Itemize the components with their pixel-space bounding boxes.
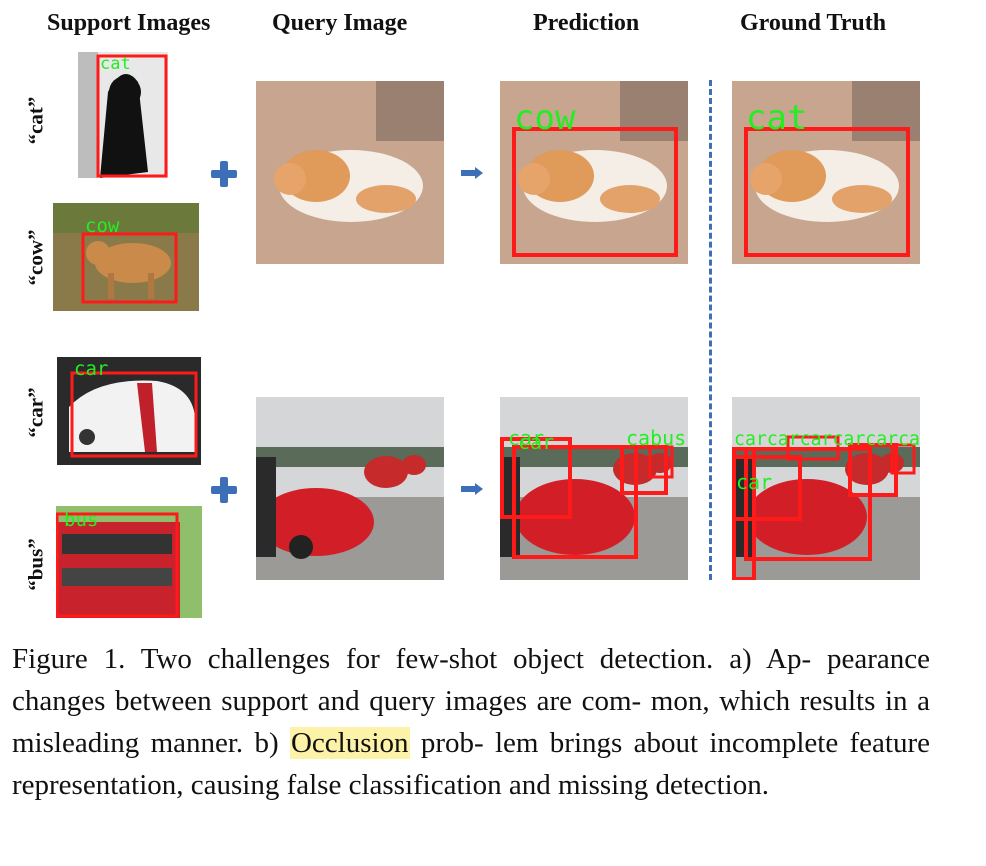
support-image-cat: cat bbox=[78, 52, 168, 178]
query-image-cat bbox=[256, 81, 444, 264]
arrow-right-icon bbox=[461, 483, 483, 495]
row-label-car: “car” bbox=[23, 387, 48, 438]
caption-highlight: Occlusion bbox=[289, 727, 410, 759]
query-image-cars bbox=[256, 397, 444, 580]
ground-truth-row2-box-label: carcarcarcarcarca bbox=[734, 428, 920, 450]
row-label-cow: “cow” bbox=[23, 229, 48, 286]
prediction-row2-box-label: cabus bbox=[626, 426, 686, 450]
support-cow-box-label: cow bbox=[85, 215, 120, 237]
caption-tail: prob- lem brings about incomplete featur… bbox=[12, 727, 930, 801]
prediction-row2-box-label: car bbox=[508, 426, 544, 450]
header-support-images: Support Images bbox=[47, 10, 211, 36]
ground-truth-row1-box-label: cat bbox=[746, 98, 807, 138]
header-ground-truth: Ground Truth bbox=[740, 10, 887, 36]
prediction-row2-box-label: car bbox=[518, 430, 554, 454]
prediction-image-row2: car car cabus bbox=[500, 397, 688, 580]
support-bus-box-label: bus bbox=[64, 509, 98, 531]
figure-caption: Figure 1. Two challenges for few-shot ob… bbox=[12, 638, 930, 806]
prediction-image-row1: cow bbox=[500, 81, 688, 264]
ground-truth-image-row1: cat bbox=[732, 81, 920, 264]
support-image-car: car bbox=[57, 357, 201, 465]
ground-truth-row2-box-label: car bbox=[736, 470, 772, 494]
support-car-box-label: car bbox=[74, 358, 108, 380]
support-image-cow: cow bbox=[53, 203, 199, 311]
support-image-bus: bus bbox=[56, 506, 202, 618]
dashed-divider bbox=[709, 80, 712, 580]
arrow-right-icon bbox=[461, 167, 483, 179]
ground-truth-image-row2: carcarcarcarcarca car bbox=[732, 397, 920, 580]
prediction-row1-box-label: cow bbox=[514, 98, 576, 138]
row-label-bus: “bus” bbox=[23, 538, 48, 591]
header-query-image: Query Image bbox=[272, 10, 408, 36]
header-prediction: Prediction bbox=[533, 10, 640, 36]
caption-lead: Figure 1. Two challenges for few-shot ob… bbox=[12, 643, 930, 759]
support-cat-box-label: cat bbox=[100, 54, 131, 74]
row-label-cat: “cat” bbox=[23, 96, 48, 145]
plus-icon bbox=[211, 161, 237, 187]
plus-icon bbox=[211, 477, 237, 503]
